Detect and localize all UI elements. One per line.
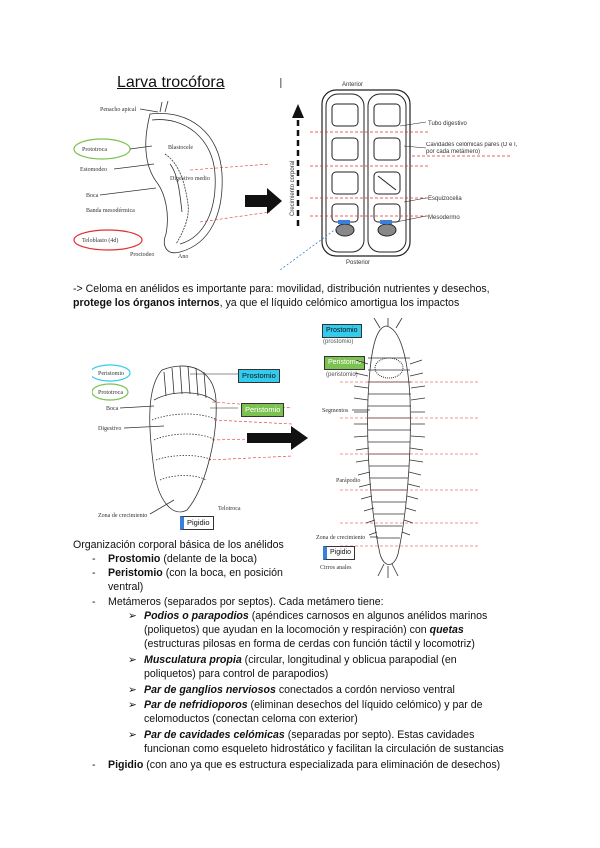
- label4-zona: Zona de crecimiento: [316, 535, 365, 541]
- sub-item-podios: ➢Podios o parapodios (apéndices carnosos…: [128, 610, 488, 622]
- tag-peristomio: Peristomio: [241, 403, 285, 417]
- label3-prototroca: Prototroca: [98, 390, 123, 396]
- nefridioporos-bold: Par de nefridioporos: [144, 699, 248, 711]
- sub-item-musculatura: ➢Musculatura propia (circular, longitudi…: [128, 654, 457, 666]
- list-item-prostomio: -Prostomio (delante de la boca): [92, 553, 257, 565]
- label-tubo: Tubo digestivo: [428, 121, 467, 127]
- sub-item-cavidades: ➢Par de cavidades celómicas (separadas p…: [128, 729, 475, 741]
- label3-boca: Boca: [106, 406, 119, 412]
- cavidades-bold: Par de cavidades celómicas: [144, 729, 285, 741]
- bold-protege: protege los órganos internos: [73, 297, 220, 309]
- label4-cirros: Cirros anales: [320, 565, 352, 571]
- label-banda: Banda mesodérmica: [86, 208, 135, 214]
- arrow-right-icon: [245, 188, 282, 214]
- larva-organizacion-diagram: Peristomio Prototroca Boca Digestivo Zon…: [92, 364, 292, 519]
- celoma-paragraph-line2: protege los órganos internos, ya que el …: [73, 296, 459, 310]
- tag-prostomio: Prostomio: [238, 369, 280, 383]
- label-mesodermo: Mesodermo: [428, 215, 460, 221]
- label3-peristomio: Peristomio: [98, 371, 124, 377]
- label-digestivo: Digestivo medio: [170, 176, 210, 182]
- label-penacho: Penacho apical: [100, 107, 136, 113]
- celoma-metamerico-diagram: Anterior Posterior Crecimiento corporal …: [280, 78, 518, 270]
- list-item-metameros: -Metámeros (separados por septos). Cada …: [92, 596, 384, 608]
- list-item-pigidio: -Pigidio (con ano ya que es estructura e…: [92, 759, 501, 771]
- label3-telotroca: Telotroca: [218, 506, 241, 512]
- prostomio-sub: (prostomio): [323, 339, 354, 345]
- larva-title: Larva trocófora: [117, 74, 225, 91]
- org-title: Organización corporal básica de los anél…: [73, 539, 284, 551]
- sub-item-podios-l2: (poliquetos) que ayudan en la locomoción…: [144, 623, 464, 637]
- tag-pigidio: Pigidio: [180, 516, 214, 530]
- label4-segmentos: Segmentos: [322, 408, 349, 414]
- ganglios-bold: Par de ganglios nerviosos: [144, 684, 276, 696]
- quetas-bold: quetas: [429, 624, 464, 636]
- worm-segments: [353, 357, 426, 539]
- label-blastocele: Blastocele: [168, 145, 193, 151]
- label-boca: Boca: [86, 193, 99, 199]
- celoma-paragraph-line1: -> Celoma en anélidos es importante para…: [73, 283, 490, 295]
- musculatura-bold: Musculatura propia: [144, 654, 242, 666]
- sub-item-cavidades-l2: funcionan como esqueleto hidrostático y …: [144, 743, 504, 755]
- metameros-text: Metámeros (separados por septos). Cada m…: [108, 596, 384, 608]
- label-cavidades: Cavidades celómicas pares (D e I, por ca…: [426, 142, 518, 155]
- tag-pigidio-2: Pigidio: [323, 546, 356, 560]
- larva-trocofora-diagram: Penacho apical Prototroca Blastocele Est…: [73, 100, 270, 260]
- peristomio-desc: (con la boca, en posición: [162, 567, 283, 579]
- prostomio-bold: Prostomio: [108, 553, 161, 565]
- sub-item-musculatura-l2: poliquetos) para control de parapodios): [144, 668, 329, 680]
- sub-item-nefridioporos-l2: celomoductos (conectan celoma con exteri…: [144, 713, 358, 725]
- pigidio-desc: (con ano ya que es estructura especializ…: [143, 759, 501, 771]
- sub-item-nefridioporos: ➢Par de nefridioporos (eliminan desechos…: [128, 699, 483, 711]
- list-item-peristomio-cont: ventral): [108, 581, 144, 593]
- list-item-peristomio: -Peristomio (con la boca, en posición: [92, 567, 283, 579]
- podios-desc: (apéndices carnosos en algunos anélidos …: [248, 610, 488, 622]
- tag-prostomio-2: Prostomio: [322, 324, 362, 338]
- label-proctodeo: Proctodeo: [130, 252, 154, 258]
- adult-worm-diagram: Segmentos Parápodio Zona de crecimiento …: [316, 318, 480, 578]
- musculatura-desc: (circular, longitudinal y oblicua parapo…: [241, 654, 457, 666]
- label3-digestivo: Digestivo: [98, 426, 121, 432]
- label-eje: Crecimiento corporal: [290, 161, 296, 216]
- label-ano: Ano: [178, 254, 188, 260]
- prostomio-desc: (delante de la boca): [160, 553, 257, 565]
- label-esquizocelia: Esquizocelia: [428, 196, 462, 202]
- podios-l2: (poliquetos) que ayudan en la locomoción…: [144, 624, 430, 636]
- ganglios-desc: conectados a cordón nervioso ventral: [275, 684, 455, 696]
- label-estomodeo: Estomodeo: [80, 167, 107, 173]
- sub-item-ganglios: ➢Par de ganglios nerviosos conectados a …: [128, 684, 455, 696]
- label-anterior: Anterior: [342, 82, 363, 88]
- nefridioporos-desc: (eliminan desechos del líquido celómico)…: [247, 699, 483, 711]
- label4-parapodio: Parápodio: [336, 478, 360, 484]
- pigidio-bold: Pigidio: [108, 759, 144, 771]
- paragraph-rest: , ya que el líquido celómico amortigua l…: [219, 297, 460, 309]
- label-prototroca: Prototroca: [82, 147, 107, 153]
- podios-bold: Podios o parapodios: [144, 610, 249, 622]
- cavidades-desc: (separadas por septo). Estas cavidades: [284, 729, 475, 741]
- peristomio-sub: (peristomio): [326, 372, 358, 378]
- label-posterior: Posterior: [346, 260, 370, 266]
- peristomio-bold: Peristomio: [108, 567, 163, 579]
- label-teloblasto: Teloblasto (4d): [82, 237, 118, 244]
- arrow-right-icon-2: [247, 426, 308, 450]
- label3-zona: Zona de crecimiento: [98, 513, 147, 519]
- sub-item-podios-l3: (estructuras pilosas en forma de cerdas …: [144, 638, 475, 650]
